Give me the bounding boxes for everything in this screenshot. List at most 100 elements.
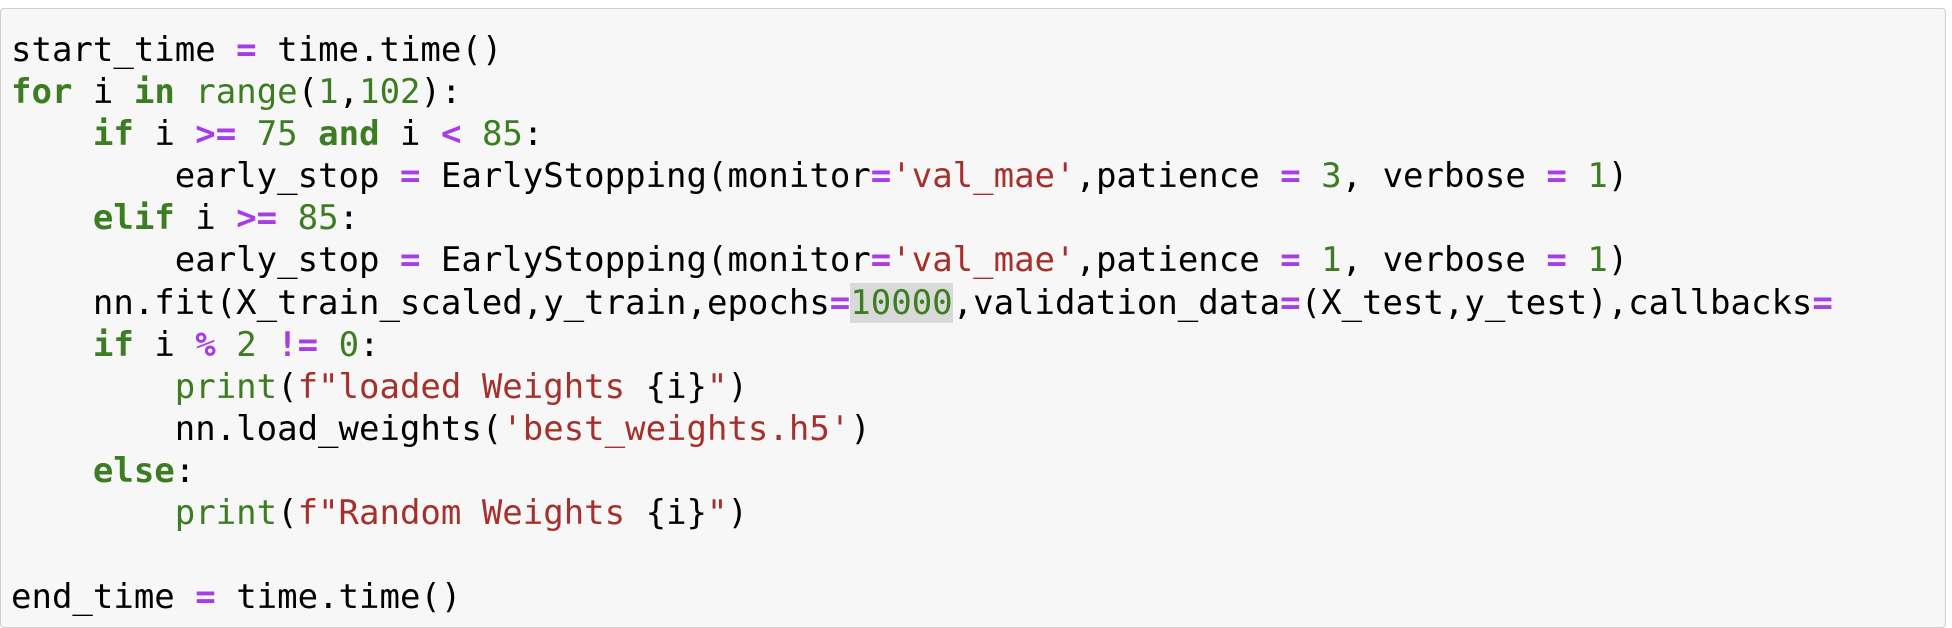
punctuation: ): [727, 493, 748, 534]
number: 1: [1321, 240, 1342, 281]
whitespace: [257, 325, 277, 365]
number: 75: [256, 114, 298, 155]
string: f"Random Weights: [297, 493, 646, 534]
whitespace: [216, 325, 236, 365]
punctuation: :: [174, 450, 196, 491]
keyword: if: [92, 324, 134, 365]
keyword: in: [133, 72, 175, 113]
keyword: for: [11, 72, 73, 113]
whitespace: [318, 325, 338, 365]
whitespace: [277, 198, 297, 238]
builtin: print: [174, 366, 278, 407]
punctuation: ): [727, 366, 748, 407]
punctuation: :: [522, 114, 544, 155]
code-line-14[interactable]: end_time = time.time(): [11, 576, 1833, 618]
operator: =: [1546, 156, 1567, 197]
operator: =: [870, 240, 892, 281]
identifier: EarlyStopping(monitor: [420, 240, 871, 281]
code-line-10[interactable]: nn.load_weights('best_weights.h5'): [11, 408, 1833, 450]
operator: =: [1280, 156, 1301, 197]
operator: !=: [277, 324, 319, 365]
string: ": [707, 366, 728, 407]
identifier: early_stop: [11, 156, 400, 197]
number: 1: [1587, 240, 1608, 281]
string: ": [707, 493, 728, 534]
indent: [11, 325, 93, 365]
code-editor[interactable]: start_time = time.time()for i in range(1…: [11, 29, 1833, 618]
punctuation: ): [850, 408, 871, 449]
indent: [11, 493, 175, 533]
whitespace: [1567, 240, 1587, 280]
operator: <: [440, 114, 462, 155]
code-line-5[interactable]: elif i >= 85:: [11, 197, 1833, 239]
identifier: nn.fit(X_train_scaled,y_train,epochs: [11, 282, 830, 323]
interpolation: {i}: [645, 366, 708, 407]
code-line-6[interactable]: early_stop = EarlyStopping(monitor='val_…: [11, 239, 1833, 281]
string: 'best_weights.h5': [502, 408, 851, 449]
number: 2: [236, 324, 257, 365]
indent: [11, 367, 175, 407]
punctuation: :: [338, 198, 360, 239]
builtin: range: [195, 72, 298, 113]
code-line-13[interactable]: [11, 534, 1833, 576]
identifier: ,patience: [1075, 240, 1281, 281]
punctuation: ): [1607, 240, 1629, 281]
whitespace: [1301, 156, 1321, 196]
indent: [11, 114, 93, 154]
identifier: , verbose: [1341, 240, 1547, 281]
identifier: (X_test,y_test),callbacks: [1300, 282, 1813, 323]
identifier: ,validation_data: [952, 282, 1281, 323]
operator: =: [829, 282, 851, 323]
number: 85: [297, 198, 339, 239]
code-line-8[interactable]: if i % 2 != 0:: [11, 324, 1833, 366]
keyword: elif: [92, 198, 175, 239]
operator: =: [1546, 240, 1567, 281]
whitespace: [1301, 240, 1321, 280]
operator: =: [1280, 282, 1301, 323]
identifier: EarlyStopping(monitor: [420, 156, 871, 197]
number: 1: [318, 72, 339, 113]
punctuation: (: [277, 493, 298, 534]
operator: =: [195, 577, 216, 618]
selected-number: 10000: [850, 282, 953, 323]
code-line-3[interactable]: if i >= 75 and i < 85:: [11, 113, 1833, 155]
punctuation: ): [1607, 156, 1629, 197]
identifier: start_time: [11, 30, 237, 70]
whitespace: [236, 114, 256, 154]
operator: >=: [236, 198, 278, 239]
punctuation: (: [297, 72, 319, 113]
punctuation: ):: [420, 72, 462, 113]
identifier: time.time(): [215, 577, 462, 618]
operator: =: [1280, 240, 1301, 281]
identifier: i: [133, 114, 196, 155]
code-line-1[interactable]: start_time = time.time(): [11, 29, 1833, 71]
code-line-7[interactable]: nn.fit(X_train_scaled,y_train,epochs=100…: [11, 282, 1833, 324]
whitespace: [461, 114, 481, 154]
keyword: if: [92, 114, 134, 155]
whitespace: [175, 72, 195, 112]
code-line-12[interactable]: print(f"Random Weights {i}"): [11, 492, 1833, 534]
code-line-2[interactable]: for i in range(1,102):: [11, 71, 1833, 113]
punctuation: :: [359, 324, 380, 365]
whitespace: [298, 114, 318, 154]
operator: =: [236, 30, 257, 70]
interpolation: {i}: [645, 493, 708, 534]
code-line-4[interactable]: early_stop = EarlyStopping(monitor = 'val_…: [11, 155, 1833, 197]
identifier: , verbose: [1341, 156, 1547, 197]
operator: >=: [195, 114, 237, 155]
identifier: time.time(): [256, 30, 503, 70]
identifier: i: [72, 72, 134, 113]
keyword: and: [318, 114, 380, 155]
identifier: end_time: [11, 577, 196, 618]
indent: [11, 198, 93, 238]
identifier: i: [133, 324, 196, 365]
operator: =: [1812, 282, 1833, 323]
code-line-11[interactable]: else:: [11, 450, 1833, 492]
identifier: early_stop: [11, 240, 400, 281]
identifier: ,patience: [1075, 156, 1281, 197]
identifier: i: [174, 198, 237, 239]
string: 'val_mae': [891, 156, 1076, 197]
code-cell[interactable]: start_time = time.time()for i in range(1…: [0, 8, 1946, 628]
whitespace: [1567, 156, 1587, 196]
code-line-9[interactable]: print(f"loaded Weights {i}"): [11, 366, 1833, 408]
